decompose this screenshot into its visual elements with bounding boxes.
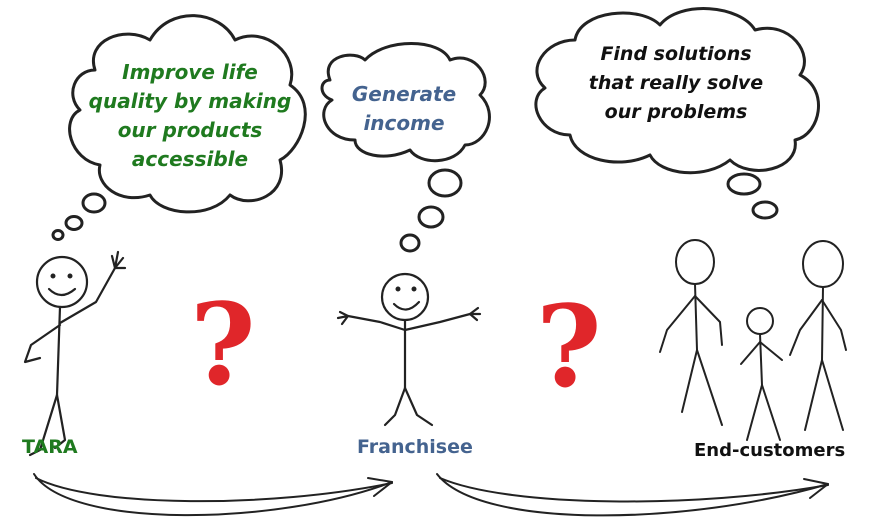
- end-customers-thought-line-3: our problems: [604, 101, 748, 123]
- franchisee-thought-line-2: income: [363, 111, 445, 135]
- tara-thought-cloud: [68, 14, 307, 214]
- franchisee-thought-cloud: [320, 42, 491, 163]
- end-customers-thought-bubble-large: [726, 172, 762, 196]
- arrow-tara-to-franchisee-inner: [35, 477, 393, 503]
- arrow-tara-to-franchisee-head: [367, 477, 393, 497]
- end-customers-thought-bubble-small: [751, 200, 779, 220]
- end-customer-figure-left: [659, 239, 723, 426]
- question-mark-right: ?: [536, 282, 602, 413]
- tara-label: TARA: [22, 436, 78, 458]
- tara-stick-figure: [23, 250, 127, 457]
- end-customers-thought-line-1: Find solutions: [600, 43, 752, 65]
- tara-thought-line-4: accessible: [131, 147, 249, 171]
- end-customers-thought-text: Find solutions that really solve our pro…: [556, 40, 796, 127]
- tara-thought-bubble-large: [81, 192, 107, 214]
- end-customers-thought-cloud: [534, 7, 820, 175]
- end-customers-label: End-customers: [694, 440, 846, 461]
- franchisee-thought-line-1: Generate: [351, 82, 457, 106]
- end-customer-figure-child: [740, 307, 783, 441]
- franchisee-stick-figure: [336, 272, 482, 427]
- question-mark-left: ?: [190, 280, 256, 411]
- franchisee-thought-text: Generate income: [330, 80, 478, 138]
- franchisee-thought-bubble-large: [427, 168, 463, 198]
- end-customer-figure-right: [789, 240, 847, 431]
- arrow-franchisee-to-end-customers-head: [803, 478, 829, 499]
- tara-thought-bubble-medium: [64, 215, 84, 231]
- arrow-franchisee-to-end-customers: [436, 473, 829, 517]
- arrow-franchisee-to-end-customers-inner: [439, 477, 829, 503]
- tara-thought-line-1: Improve life: [122, 60, 258, 84]
- franchisee-label: Franchisee: [357, 436, 473, 458]
- tara-thought-line-2: quality by making: [88, 89, 292, 113]
- tara-thought-bubble-small: [51, 229, 65, 241]
- tara-thought-text: Improve life quality by making our produ…: [70, 58, 310, 174]
- franchisee-thought-bubble-medium: [417, 205, 445, 229]
- end-customers-thought-line-2: that really solve: [588, 72, 764, 94]
- arrow-tara-to-franchisee: [33, 473, 393, 517]
- franchisee-thought-bubble-small: [399, 233, 421, 253]
- tara-thought-line-3: our products: [117, 118, 263, 142]
